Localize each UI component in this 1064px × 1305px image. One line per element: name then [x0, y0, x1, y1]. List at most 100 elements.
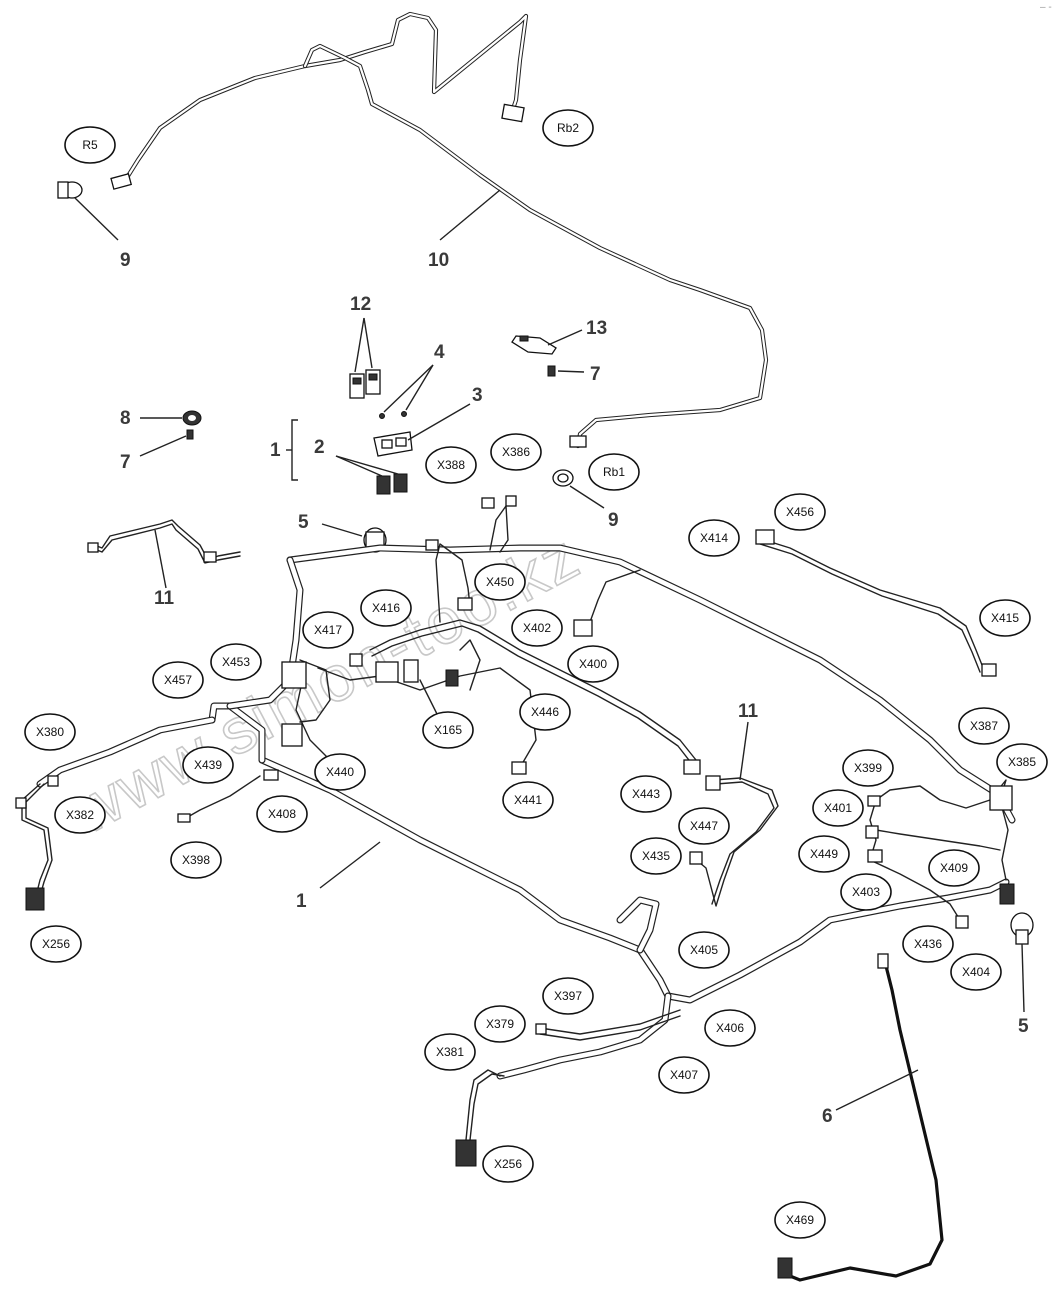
grommet-8 — [182, 410, 202, 426]
svg-text:X405: X405 — [690, 943, 718, 957]
tag-x447: X447 — [678, 807, 730, 845]
tag-x443: X443 — [620, 775, 672, 813]
callout-11-left: 11 — [154, 588, 175, 609]
tag-x469: X469 — [774, 1201, 826, 1239]
svg-text:X407: X407 — [670, 1068, 698, 1082]
tag-x407: X407 — [658, 1056, 710, 1094]
svg-text:X402: X402 — [523, 621, 551, 635]
svg-text:X403: X403 — [852, 885, 880, 899]
svg-text:X404: X404 — [962, 965, 990, 979]
tag-x440: X440 — [314, 753, 366, 791]
tag-x414: X414 — [688, 519, 740, 557]
right-rear-cluster — [865, 779, 1015, 929]
svg-text:X440: X440 — [326, 765, 354, 779]
svg-text:X256: X256 — [494, 1157, 522, 1171]
screw-7-top — [547, 365, 556, 377]
callout-2: 2 — [314, 437, 325, 458]
tag-x456: X456 — [774, 493, 826, 531]
callout-13: 13 — [586, 318, 607, 339]
short-harness-11-left — [87, 519, 241, 564]
tag-x379: X379 — [474, 1005, 526, 1043]
svg-text:Rb2: Rb2 — [557, 121, 579, 135]
callout-8: 8 — [120, 408, 131, 429]
svg-text:X385: X385 — [1008, 755, 1036, 769]
svg-text:X380: X380 — [36, 725, 64, 739]
tag-x406: X406 — [704, 1009, 756, 1047]
callout-5-upper: 5 — [298, 512, 309, 533]
connector-rb2-plug — [501, 103, 525, 123]
tag-x401: X401 — [812, 789, 864, 827]
svg-text:X450: X450 — [486, 575, 514, 589]
callout-12: 12 — [350, 294, 371, 315]
callout-labels: 9 10 12 13 4 7 3 8 7 1 2 9 5 11 11 1 5 6 — [120, 250, 1029, 1127]
tag-x402: X402 — [511, 609, 563, 647]
tag-x403: X403 — [840, 873, 892, 911]
svg-text:Rb1: Rb1 — [603, 465, 625, 479]
svg-text:X415: X415 — [991, 611, 1019, 625]
tag-x450: X450 — [474, 563, 526, 601]
callout-6: 6 — [822, 1106, 833, 1127]
svg-text:X256: X256 — [42, 937, 70, 951]
lamp-socket-5-right — [1010, 912, 1034, 945]
svg-text:X382: X382 — [66, 808, 94, 822]
bracket-13 — [511, 335, 557, 355]
svg-text:X417: X417 — [314, 623, 342, 637]
tag-x405: X405 — [678, 931, 730, 969]
tag-x453: X453 — [210, 643, 262, 681]
tag-x387: X387 — [958, 707, 1010, 745]
tag-x408: X408 — [256, 795, 308, 833]
tag-x436: X436 — [902, 925, 954, 963]
relay-bracket-3 — [373, 431, 413, 457]
tag-x256-bottom: X256 — [482, 1145, 534, 1183]
connector-rb1-plug — [569, 435, 587, 448]
short-harness-11-middle — [689, 775, 779, 907]
tag-rb1: Rb1 — [588, 453, 640, 491]
svg-text:X386: X386 — [502, 445, 530, 459]
svg-text:X457: X457 — [164, 673, 192, 687]
svg-text:X446: X446 — [531, 705, 559, 719]
svg-text:X447: X447 — [690, 819, 718, 833]
tag-x457: X457 — [152, 661, 204, 699]
tag-x398: X398 — [170, 841, 222, 879]
svg-text:X379: X379 — [486, 1017, 514, 1031]
tag-x165: X165 — [422, 711, 474, 749]
relays-2 — [376, 473, 408, 495]
tag-x388: X388 — [425, 446, 477, 484]
svg-text:X456: X456 — [786, 505, 814, 519]
right-upper-branch — [755, 529, 997, 677]
callout-11-middle: 11 — [738, 701, 759, 722]
tag-x415: X415 — [979, 599, 1031, 637]
tag-x449: X449 — [798, 835, 850, 873]
svg-text:X397: X397 — [554, 989, 582, 1003]
callout-4: 4 — [434, 342, 445, 363]
screw-7-left — [186, 429, 194, 440]
antenna-cable-6 — [777, 953, 944, 1282]
callout-1-harness: 1 — [296, 891, 307, 912]
tag-x409: X409 — [928, 849, 980, 887]
main-harness-1 — [36, 544, 1016, 1080]
tag-x439: X439 — [182, 746, 234, 784]
svg-text:X443: X443 — [632, 787, 660, 801]
svg-text:X453: X453 — [222, 655, 250, 669]
svg-text:X435: X435 — [642, 849, 670, 863]
tag-x382: X382 — [54, 796, 106, 834]
tag-x416: X416 — [360, 589, 412, 627]
relay-pair-12 — [349, 369, 381, 399]
callout-9-rb1: 9 — [608, 510, 619, 531]
svg-text:X441: X441 — [514, 793, 542, 807]
callout-5-right: 5 — [1018, 1016, 1029, 1037]
corner-mark: – - — [1040, 2, 1052, 13]
lamp-socket-r5 — [57, 181, 83, 199]
svg-text:X416: X416 — [372, 601, 400, 615]
connector-tags: R5 Rb2 X388 X386 Rb1 X456 X414 X415 X450… — [24, 109, 1048, 1239]
svg-text:X469: X469 — [786, 1213, 814, 1227]
bracket-1-group — [291, 419, 298, 481]
tag-x404: X404 — [950, 953, 1002, 991]
tag-x417: X417 — [302, 611, 354, 649]
tag-rb2: Rb2 — [542, 109, 594, 147]
tag-x397: X397 — [542, 977, 594, 1015]
tag-x441: X441 — [502, 781, 554, 819]
rear-lower-branch — [455, 1009, 681, 1167]
svg-text:X401: X401 — [824, 801, 852, 815]
